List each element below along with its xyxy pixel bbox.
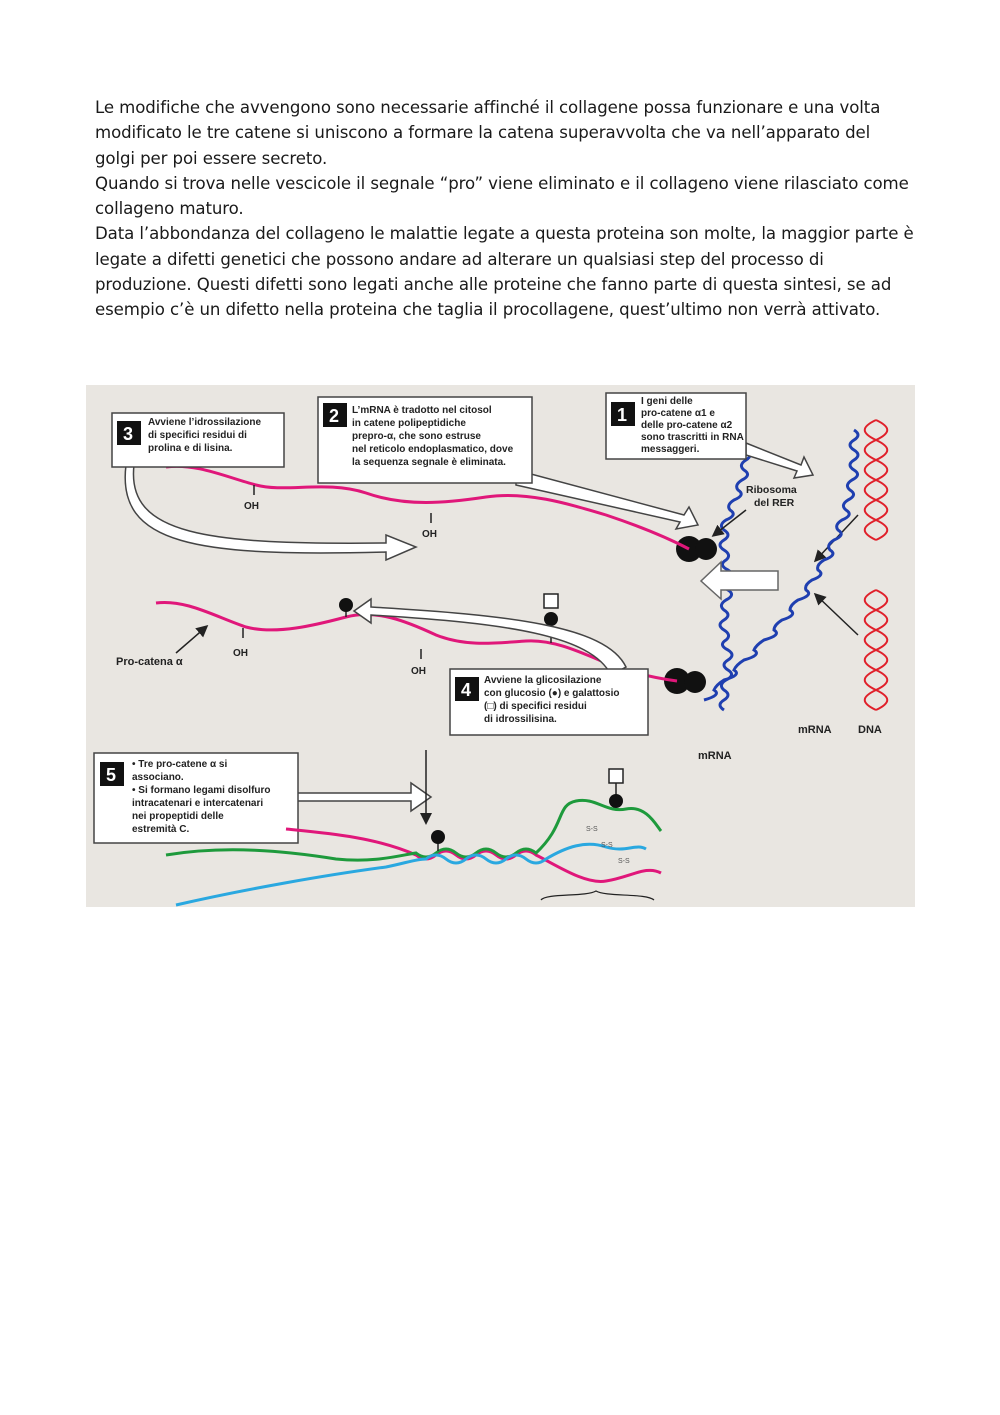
step-2-callout: 2 L’mRNA è tradotto nel citosol in caten… bbox=[317, 396, 533, 484]
disulfide-label-1: S-S bbox=[586, 826, 598, 833]
step-5-callout: 5 • Tre pro-catene α si associano. • Si … bbox=[93, 752, 299, 844]
dna-label: DNA bbox=[858, 724, 882, 736]
c-propeptide-brace bbox=[540, 890, 655, 901]
transcription-arrow bbox=[699, 560, 779, 601]
svg-text:4: 4 bbox=[461, 680, 471, 700]
svg-text:delle pro-catene α2: delle pro-catene α2 bbox=[641, 420, 733, 431]
ribosome-top bbox=[676, 536, 717, 562]
svg-text:estremità C.: estremità C. bbox=[132, 824, 189, 835]
svg-text:• Si formano legami disolfuro: • Si formano legami disolfuro bbox=[132, 785, 271, 796]
svg-text:messaggeri.: messaggeri. bbox=[641, 444, 700, 455]
paragraph-2: Quando si trova nelle vescicole il segna… bbox=[95, 173, 909, 219]
svg-text:I geni delle: I geni delle bbox=[641, 396, 693, 407]
disulfide-label-2: S-S bbox=[601, 842, 613, 849]
svg-text:2: 2 bbox=[329, 406, 339, 426]
disulfide-label-3: S-S bbox=[618, 858, 630, 865]
chain-blue bbox=[175, 842, 647, 907]
svg-text:nel reticolo endoplasmatico, d: nel reticolo endoplasmatico, dove bbox=[352, 444, 514, 455]
svg-text:L’mRNA è tradotto nel citosol: L’mRNA è tradotto nel citosol bbox=[352, 405, 492, 416]
mrna-label-bottom: mRNA bbox=[698, 750, 732, 762]
mrna-strand-free bbox=[703, 428, 860, 702]
chain-green bbox=[165, 798, 663, 862]
svg-text:associano.: associano. bbox=[132, 772, 184, 783]
svg-text:(□) di specifici residui: (□) di specifici residui bbox=[484, 701, 587, 712]
collagen-synthesis-figure: DNA mRNA mRNA Ribosoma del RER OH OH OH … bbox=[86, 385, 915, 907]
body-text: Le modifiche che avvengono sono necessar… bbox=[95, 95, 915, 323]
oh-label-4: OH bbox=[411, 666, 426, 677]
oh-label-2: OH bbox=[422, 529, 437, 540]
svg-text:la sequenza segnale è eliminat: la sequenza segnale è eliminata. bbox=[352, 457, 506, 468]
glucose-icon bbox=[339, 598, 353, 612]
ribosome-label-2: del RER bbox=[754, 497, 795, 509]
step-4-callout: 4 Avviene la glicosilazione con glucosio… bbox=[449, 668, 649, 736]
svg-text:pro-catene α1 e: pro-catene α1 e bbox=[641, 408, 715, 419]
step-1-callout: 1 I geni delle pro-catene α1 e delle pro… bbox=[605, 392, 747, 460]
oh-label-1: OH bbox=[244, 501, 259, 512]
svg-text:di idrossilisina.: di idrossilisina. bbox=[484, 714, 557, 725]
svg-text:sono trascritti in RNA: sono trascritti in RNA bbox=[641, 432, 744, 443]
svg-text:nei propeptidi delle: nei propeptidi delle bbox=[132, 811, 224, 822]
chain-magenta bbox=[285, 827, 662, 883]
dna-helix-bottom bbox=[863, 589, 889, 711]
paragraph-1: Le modifiche che avvengono sono necessar… bbox=[95, 98, 881, 168]
svg-text:di specifici residui di: di specifici residui di bbox=[148, 430, 247, 441]
svg-text:in catene polipeptidiche: in catene polipeptidiche bbox=[352, 418, 466, 429]
pro-chain-label: Pro-catena α bbox=[116, 656, 183, 668]
svg-text:con glucosio (●) e galattosio: con glucosio (●) e galattosio bbox=[484, 688, 620, 699]
svg-text:intracatenari e intercatenari: intracatenari e intercatenari bbox=[132, 798, 263, 809]
dna-helix-top bbox=[863, 419, 889, 541]
svg-text:Avviene la glicosilazione: Avviene la glicosilazione bbox=[484, 675, 602, 686]
svg-text:3: 3 bbox=[123, 424, 133, 444]
svg-text:Avviene l’idrossilazione: Avviene l’idrossilazione bbox=[148, 417, 261, 428]
svg-text:prepro-α, che sono estruse: prepro-α, che sono estruse bbox=[352, 431, 481, 442]
paragraph-3: Data l’abbondanza del collageno le malat… bbox=[95, 224, 914, 320]
galactose-icon bbox=[543, 593, 559, 609]
svg-text:prolina e di lisina.: prolina e di lisina. bbox=[148, 443, 233, 454]
ribosome-label-1: Ribosoma bbox=[746, 484, 797, 496]
oh-label-3: OH bbox=[233, 648, 248, 659]
svg-text:• Tre pro-catene α si: • Tre pro-catene α si bbox=[132, 759, 227, 770]
pro-chain-top bbox=[165, 464, 690, 551]
svg-text:1: 1 bbox=[617, 405, 627, 425]
svg-text:5: 5 bbox=[106, 765, 116, 785]
step-3-callout: 3 Avviene l’idrossilazione di specifici … bbox=[111, 412, 285, 468]
mrna-label-right: mRNA bbox=[798, 724, 832, 736]
